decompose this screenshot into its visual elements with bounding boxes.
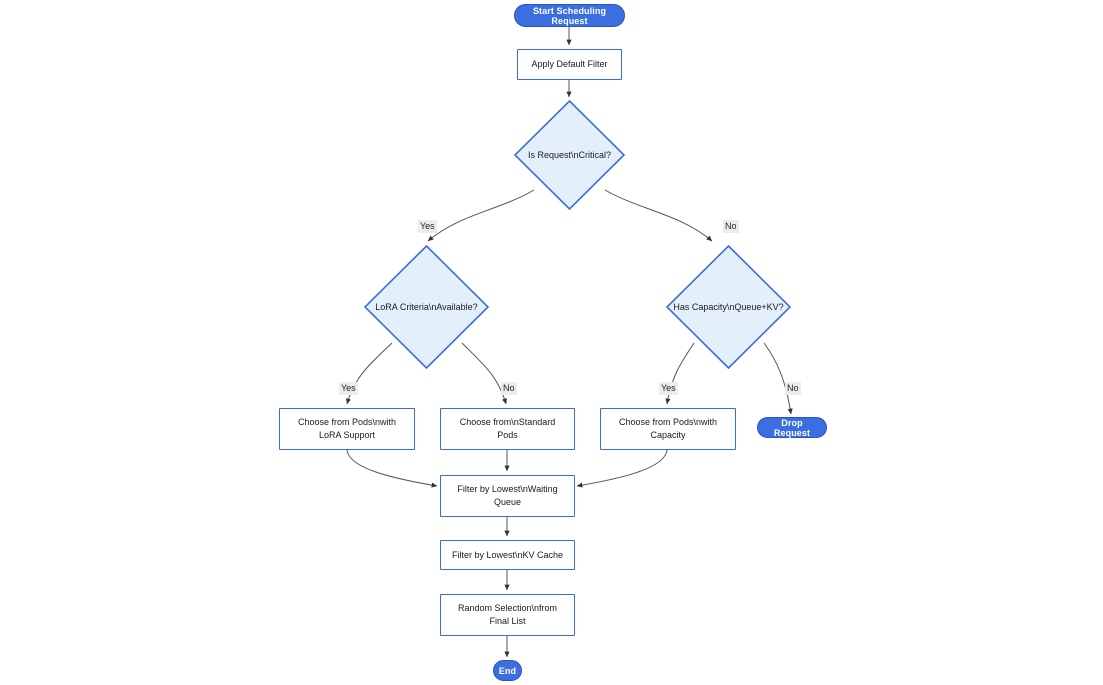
edge-label-critical-yes: Yes [418, 220, 437, 233]
node-choose-standard-pods[interactable]: Choose from\nStandard Pods [440, 408, 575, 450]
node-apply-default-filter-label: Apply Default Filter [531, 59, 608, 69]
diamond-shape-lora-criteria-available [364, 245, 489, 369]
edge-label-lora-yes: Yes [339, 382, 358, 395]
diamond-shape-is-request-critical [514, 100, 625, 210]
diamond-shape-has-capacity-queue-kv [666, 245, 791, 369]
node-filter-waiting-queue[interactable]: Filter by Lowest\nWaiting Queue [440, 475, 575, 517]
edge-label-capacity-no: No [785, 382, 801, 395]
edge-label-lora-no: No [501, 382, 517, 395]
node-random-selection[interactable]: Random Selection\nfrom Final List [440, 594, 575, 636]
edge-label-lora-no-text: No [503, 383, 515, 393]
node-choose-standard-pods-label: Choose from\nStandard Pods [459, 417, 556, 440]
node-filter-kv-cache[interactable]: Filter by Lowest\nKV Cache [440, 540, 575, 570]
node-end-label: End [498, 665, 517, 676]
node-is-request-critical-label: Is Request\nCritical? [527, 150, 612, 160]
node-choose-pods-lora-label: Choose from Pods\nwith LoRA Support [297, 417, 397, 440]
edge-label-lora-yes-text: Yes [341, 383, 356, 393]
node-is-request-critical[interactable]: Is Request\nCritical? [514, 100, 625, 210]
edge-label-critical-no: No [723, 220, 739, 233]
edge-label-capacity-yes: Yes [659, 382, 678, 395]
node-drop-request-label: Drop Request [773, 417, 811, 438]
edge-label-capacity-yes-text: Yes [661, 383, 676, 393]
edge-label-capacity-no-text: No [787, 383, 799, 393]
node-lora-criteria-available-label: LoRA Criteria\nAvailable? [375, 302, 478, 312]
edge-choose-pods-lora-to-filter-waiting-queue [346, 449, 438, 488]
edge-label-critical-yes-text: Yes [420, 221, 435, 231]
node-has-capacity-queue-kv-label: Has Capacity\nQueue+KV? [673, 302, 784, 312]
node-start[interactable]: Start Scheduling Request [514, 4, 625, 27]
edge-choose-pods-capacity-to-filter-waiting-queue [576, 449, 668, 488]
node-has-capacity-queue-kv[interactable]: Has Capacity\nQueue+KV? [666, 245, 791, 369]
node-choose-pods-capacity-label: Choose from Pods\nwith Capacity [618, 417, 718, 440]
node-lora-criteria-available[interactable]: LoRA Criteria\nAvailable? [364, 245, 489, 369]
node-drop-request[interactable]: Drop Request [757, 417, 827, 438]
edge-label-critical-no-text: No [725, 221, 737, 231]
node-choose-pods-lora[interactable]: Choose from Pods\nwith LoRA Support [279, 408, 415, 450]
node-start-label: Start Scheduling Request [532, 5, 607, 26]
node-filter-kv-cache-label: Filter by Lowest\nKV Cache [451, 549, 564, 560]
node-choose-pods-capacity[interactable]: Choose from Pods\nwith Capacity [600, 408, 736, 450]
node-random-selection-label: Random Selection\nfrom Final List [457, 603, 558, 626]
node-filter-waiting-queue-label: Filter by Lowest\nWaiting Queue [457, 484, 558, 507]
node-end[interactable]: End [493, 660, 522, 681]
node-apply-default-filter[interactable]: Apply Default Filter [517, 49, 622, 80]
